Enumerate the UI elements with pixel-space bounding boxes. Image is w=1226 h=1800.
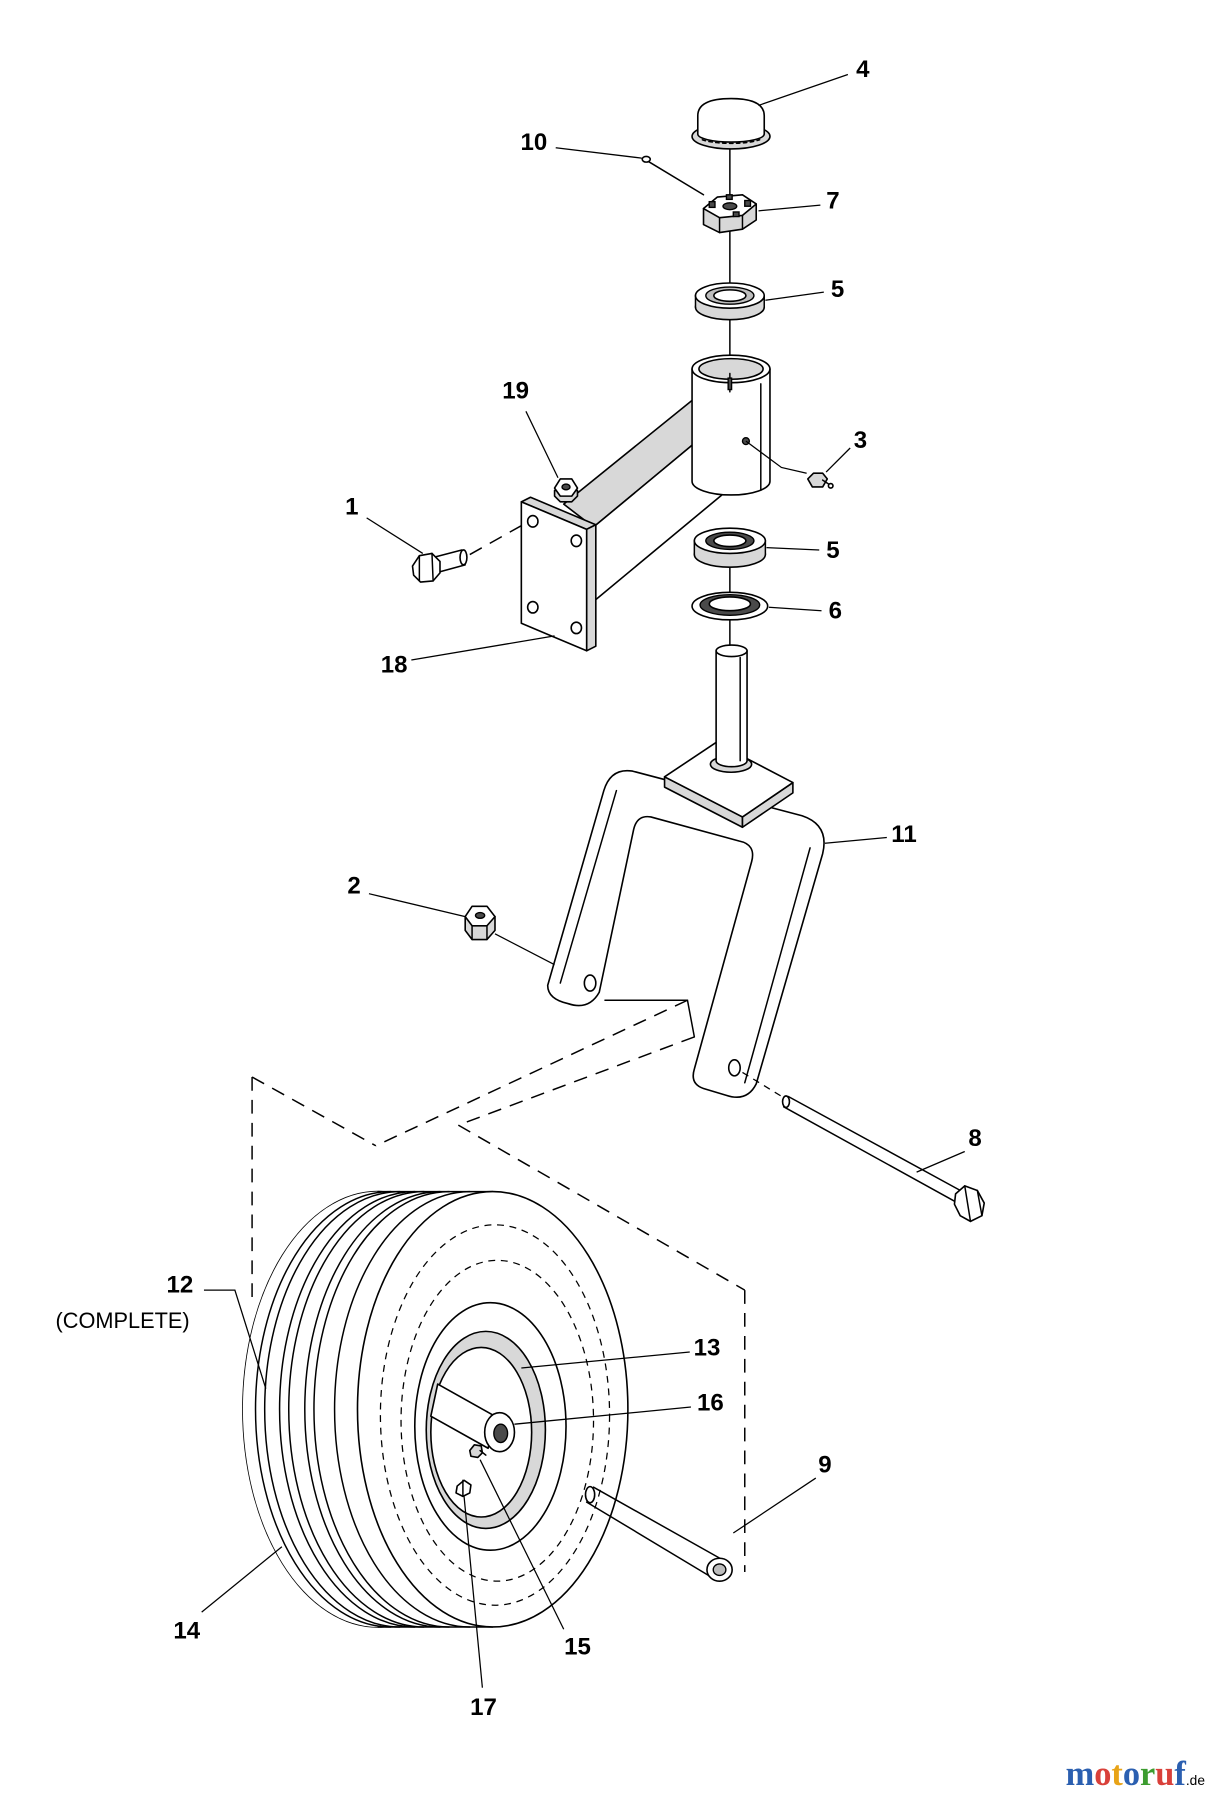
leader-lines — [201, 73, 965, 1688]
part-5-bearing-upper — [694, 282, 766, 321]
leader-7 — [758, 204, 821, 212]
callout-18: 18 — [381, 652, 408, 679]
leader-3 — [825, 447, 851, 473]
callout-10: 10 — [521, 129, 548, 156]
part-14-tire-tread — [254, 1190, 471, 1628]
watermark-letter: f — [1174, 1755, 1186, 1793]
leader-16 — [514, 1406, 691, 1425]
leader-17 — [463, 1496, 484, 1688]
callout-5-lower: 5 — [826, 537, 839, 564]
part-2-nut — [464, 905, 555, 966]
callout-19: 19 — [502, 378, 529, 405]
watermark-letter: o — [1123, 1755, 1140, 1793]
part-7-castle-nut — [702, 193, 758, 234]
leader-15 — [479, 1459, 565, 1630]
steering-tube — [691, 354, 771, 496]
leader-1 — [366, 517, 424, 554]
part-4-grease-cap — [691, 97, 771, 150]
watermark-logo: motoruf.de — [1066, 1755, 1206, 1793]
part-17-valve-stem — [455, 1479, 472, 1498]
callout-6: 6 — [829, 598, 842, 625]
callout-3: 3 — [854, 427, 867, 454]
leader-9 — [732, 1477, 817, 1534]
leader-2 — [368, 893, 466, 918]
part-6-seal — [691, 591, 769, 621]
callout-16: 16 — [697, 1389, 724, 1416]
callout-15: 15 — [564, 1633, 591, 1660]
leader-10 — [555, 147, 642, 159]
leader-18 — [411, 635, 555, 661]
watermark-letter: t — [1111, 1755, 1123, 1793]
leader-5-lower — [766, 547, 820, 551]
callout-12: 12 — [167, 1271, 194, 1298]
callout-7: 7 — [826, 188, 839, 215]
callout-9: 9 — [818, 1451, 831, 1478]
part-15-grease-fitting — [468, 1444, 487, 1459]
callout-2: 2 — [347, 873, 360, 900]
leader-4 — [758, 73, 849, 107]
leader-12 — [203, 1289, 267, 1389]
callout-13: 13 — [694, 1334, 721, 1361]
part-9-spacer-tube — [584, 1485, 733, 1582]
watermark-brand: motoruf — [1066, 1755, 1187, 1793]
part-5-bearing-lower — [693, 527, 767, 568]
callout-5-upper: 5 — [831, 276, 844, 303]
callout-11: 11 — [891, 821, 916, 848]
part-16-wheel-bearing — [430, 1383, 516, 1453]
watermark-letter: u — [1155, 1755, 1174, 1793]
part-1-bolt — [411, 521, 528, 583]
leader-11 — [824, 836, 887, 844]
part-10-cotter-pin — [641, 155, 705, 196]
leader-19 — [525, 411, 559, 479]
callout-1: 1 — [345, 493, 358, 520]
watermark-letter: o — [1094, 1755, 1111, 1793]
leader-13 — [521, 1351, 690, 1369]
part-3-grease-fitting — [745, 440, 834, 489]
part-8-axle-bolt — [742, 1071, 986, 1223]
callout-labels: 4 10 7 5 19 3 1 5 6 18 11 2 8 12 (COMPLE… — [56, 56, 982, 1721]
part-19-nut — [553, 478, 579, 503]
part-12-wheel — [242, 1190, 629, 1628]
callout-4: 4 — [856, 56, 870, 83]
part-11-fork — [546, 644, 825, 1099]
part-18-caster-mount — [520, 396, 723, 652]
callout-12-note: (COMPLETE) — [56, 1308, 190, 1333]
watermark-letter: m — [1066, 1755, 1095, 1793]
leader-5-upper — [765, 291, 824, 301]
callout-14: 14 — [173, 1617, 200, 1644]
callout-17: 17 — [470, 1694, 497, 1721]
watermark-letter: r — [1140, 1755, 1155, 1793]
leader-8 — [916, 1150, 965, 1173]
leader-14 — [201, 1546, 283, 1613]
watermark-suffix: .de — [1186, 1773, 1205, 1788]
callout-8: 8 — [968, 1125, 981, 1152]
leader-6 — [768, 606, 822, 612]
